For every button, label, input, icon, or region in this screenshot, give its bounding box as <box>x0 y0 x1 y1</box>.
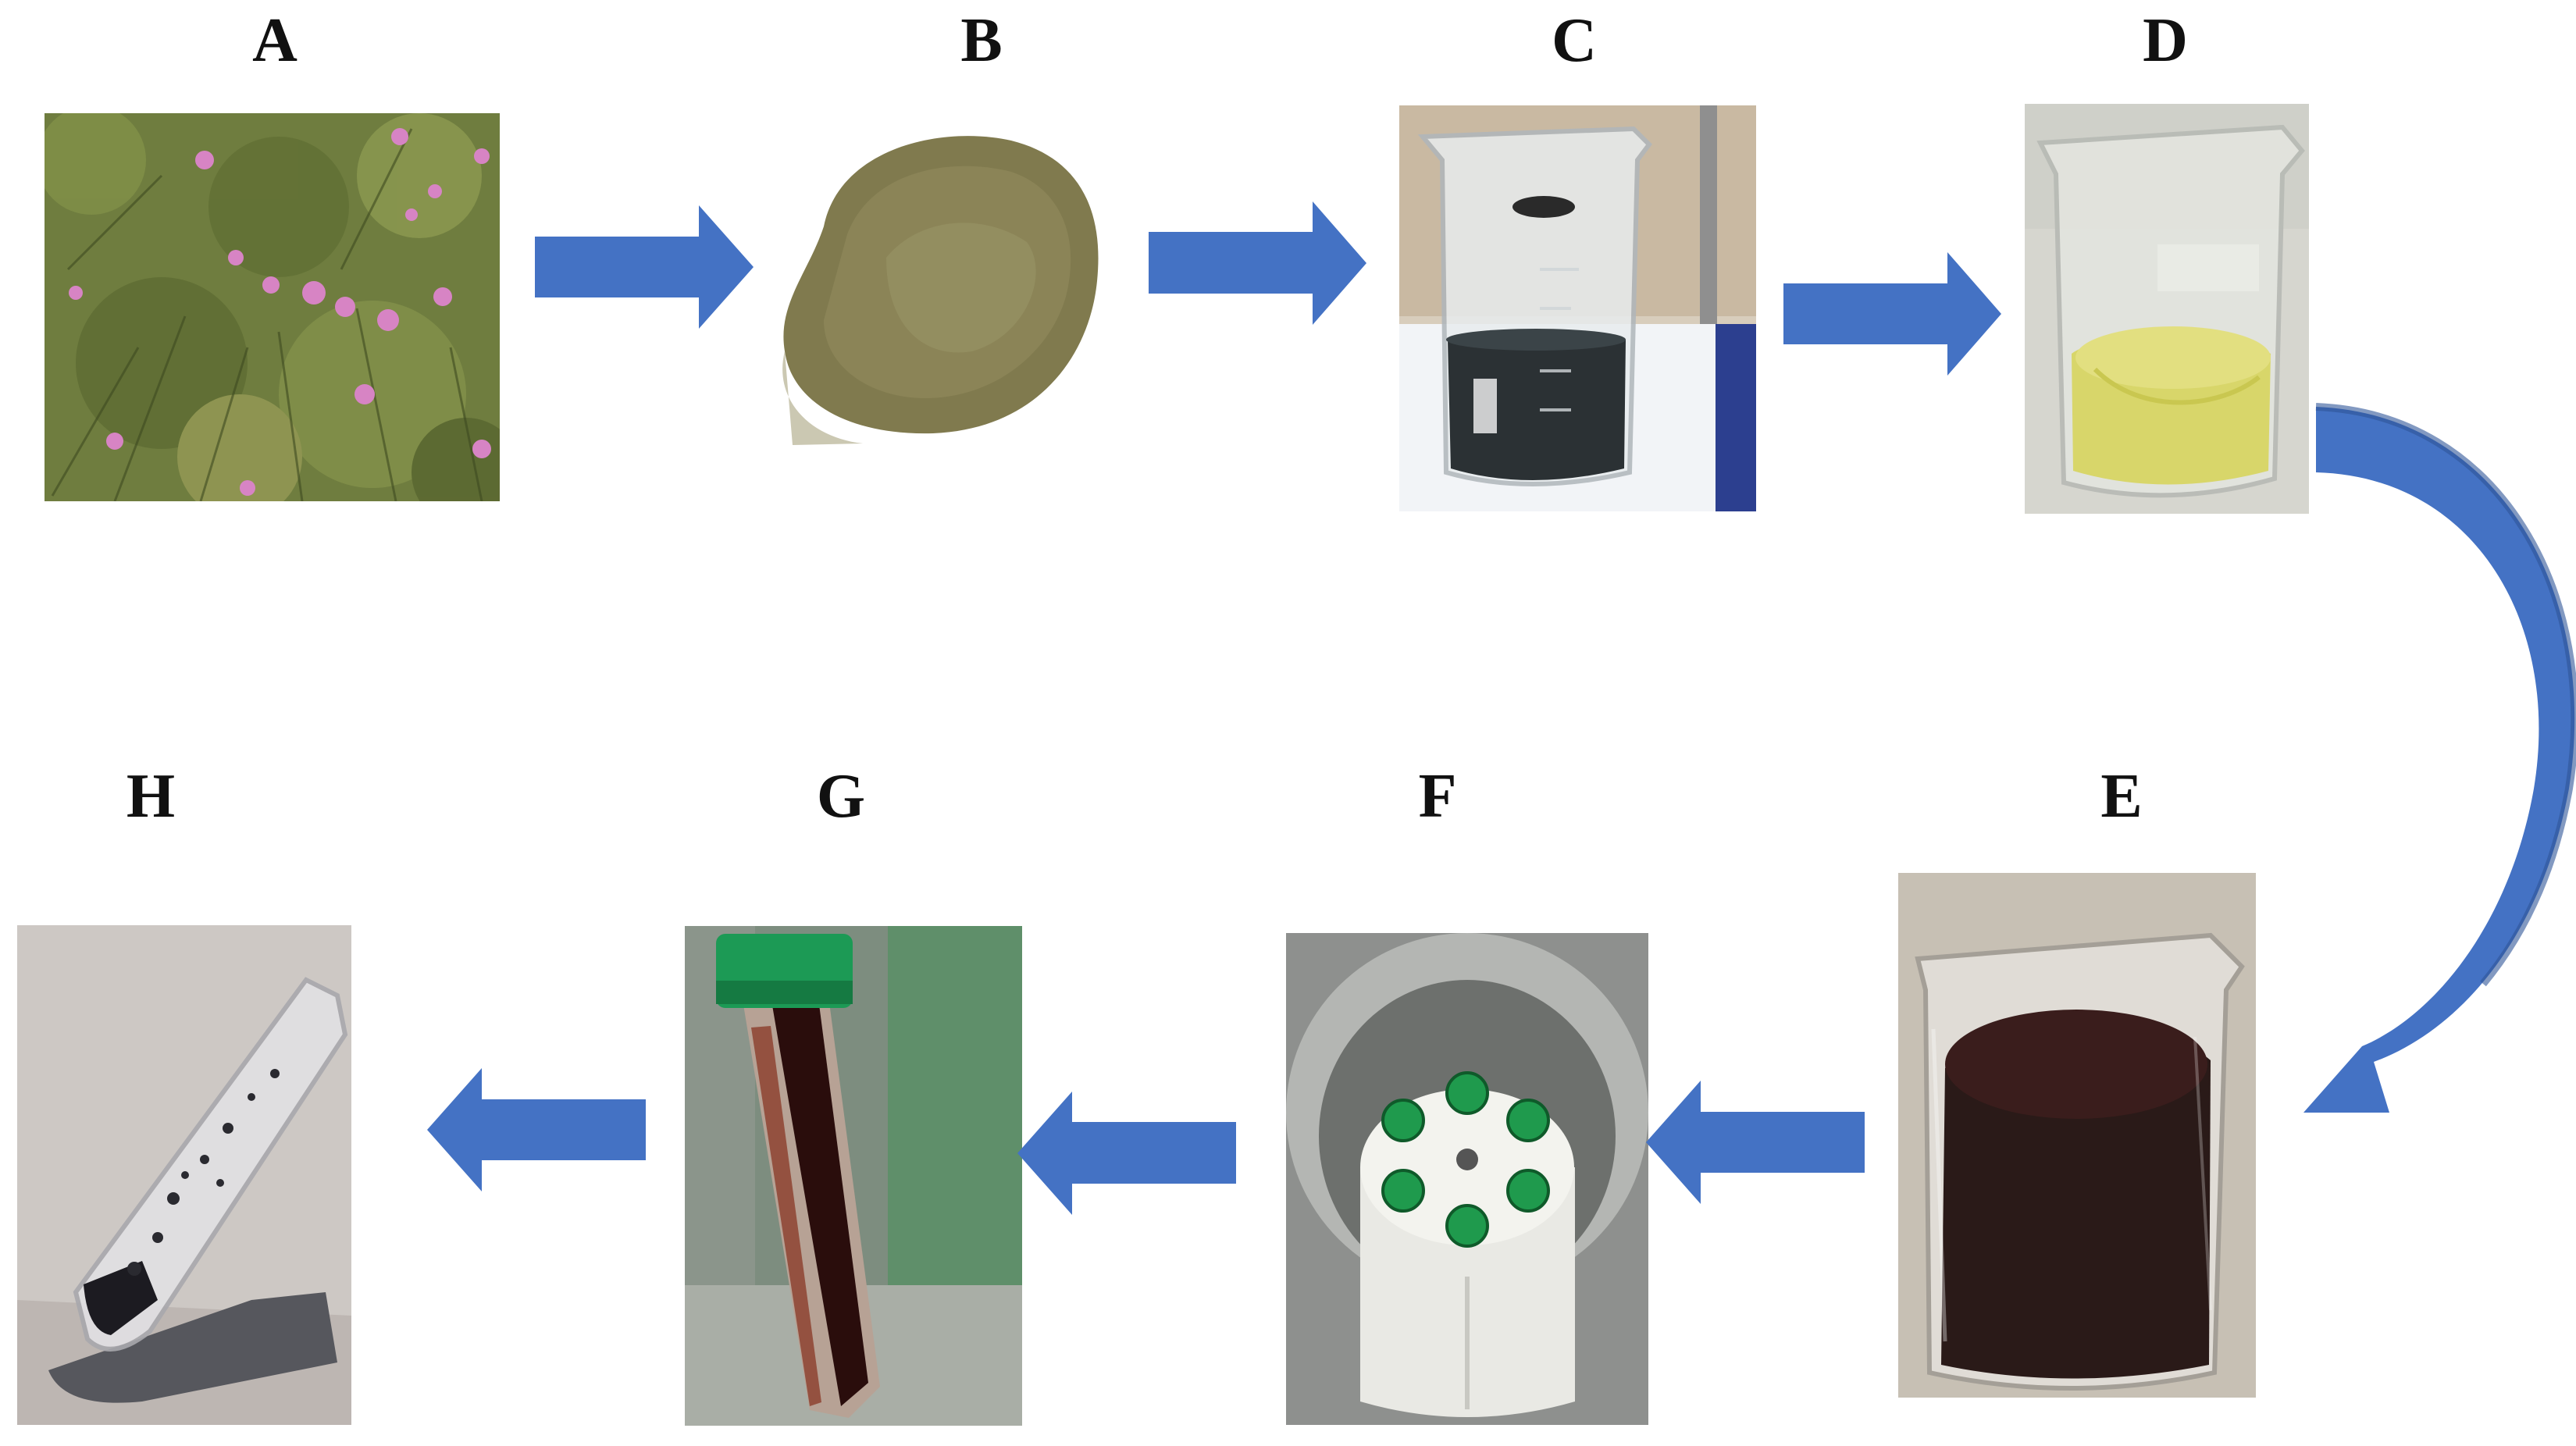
photo-f-centrifuge <box>1286 933 1648 1425</box>
label-a: A <box>252 6 298 75</box>
arrow-g-to-h <box>427 1068 646 1191</box>
arrow-c-to-d <box>1783 252 2001 376</box>
photo-h-dried-nanoparticles <box>17 925 351 1425</box>
photo-d-yellow-extract <box>2025 104 2309 514</box>
arrow-f-to-g <box>1017 1092 1236 1215</box>
label-b: B <box>960 6 1003 75</box>
arrow-e-to-f <box>1646 1081 1865 1204</box>
label-h: H <box>126 762 176 831</box>
label-e: E <box>2100 762 2143 831</box>
label-d: D <box>2143 6 2188 75</box>
label-g: G <box>816 762 866 831</box>
photo-c-beaker-stirring <box>1399 105 1756 511</box>
label-f: F <box>1418 762 1457 831</box>
arrow-d-to-e-curved <box>2303 407 2575 1113</box>
photo-e-dark-solution <box>1898 873 2256 1398</box>
photo-a-plant-field <box>45 113 500 501</box>
arrow-a-to-b <box>535 205 754 329</box>
photo-b-plant-powder <box>777 102 1113 445</box>
arrow-b-to-c <box>1149 201 1366 325</box>
photo-g-centrifuge-tube <box>685 926 1022 1426</box>
label-c: C <box>1552 6 1597 75</box>
